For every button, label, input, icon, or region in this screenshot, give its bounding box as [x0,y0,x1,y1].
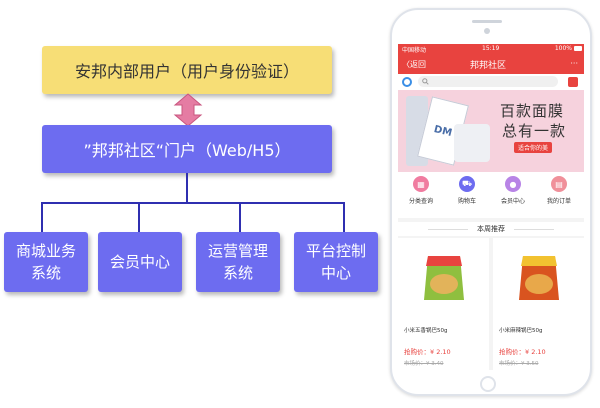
connector-drop-1 [41,202,43,232]
connector-drop-3 [239,202,241,232]
subsystem-label: 平台控制 [305,242,366,260]
connector-bus [41,202,345,204]
grid-icon: ▦ [413,176,429,192]
menu-label: 我的订单 [546,198,571,205]
nav-bar: 〈返回 邦邦社区 ··· [398,54,584,74]
connector-trunk [186,173,188,203]
product-card[interactable]: 小米五香锅巴50g 抢购价：¥ 2.10 市场价：¥ 3.40 [398,238,489,370]
operations-system-box: 运营管理系统 [196,232,280,292]
menu-item-category[interactable]: ▦ 分类查询 [398,176,444,205]
carrier-label: 中国移动 [402,47,427,54]
subsystem-label: 中心 [320,264,351,282]
product-old-price: 市场价：¥ 3.40 [404,361,444,367]
banner-line3: 适合你的美 [514,142,553,153]
home-button[interactable] [480,376,496,392]
mall-system-box: 商城业务系统 [4,232,88,292]
subsystem-label: 商城业务 [15,242,76,260]
platform-control-box: 平台控制中心 [294,232,378,292]
menu-item-cart[interactable]: ⛟ 购物车 [444,176,490,205]
cart-icon: ⛟ [459,176,475,192]
search-row [398,74,584,90]
portal-label: ”邦邦社区“门户（Web/H5） [83,141,291,160]
menu-item-orders[interactable]: ▤ 我的订单 [536,176,582,205]
divider [428,229,468,230]
message-icon[interactable] [568,77,578,87]
subsystem-label: 运营管理 [207,242,268,260]
search-input[interactable] [418,76,558,87]
user-icon: ● [505,176,521,192]
product-price: 抢购价：¥ 2.10 [404,348,451,356]
promo-banner[interactable]: DM 百款面膜 总有一款 适合你的美 [398,90,584,172]
subsystem-label: 会员中心 [109,253,170,271]
subsystem-label: 系统 [222,264,253,282]
status-bar: 中国移动 15:19 100% [398,44,584,54]
banner-line2: 总有一款 [502,122,567,140]
banner-line1: 百款面膜 [500,102,565,120]
product-card[interactable]: 小米麻辣锅巴50g 抢购价：¥ 2.10 市场价：¥ 3.50 [493,238,584,370]
menu-label: 购物车 [457,198,476,205]
battery-icon [574,46,582,51]
user-auth-label: 安邦内部用户（用户身份验证） [74,62,299,81]
user-auth-box: 安邦内部用户（用户身份验证） [42,46,332,94]
divider [514,229,554,230]
product-name: 小米五香锅巴50g [404,328,448,334]
product-name: 小米麻辣锅巴50g [499,328,543,334]
quick-menu: ▦ 分类查询 ⛟ 购物车 ● 会员中心 ▤ 我的订单 [398,172,584,218]
mask-box-image [454,124,490,162]
more-menu-button[interactable]: ··· [570,59,578,68]
section-title: 本周推荐 [477,225,505,233]
camera-dot [484,28,490,34]
member-center-box: 会员中心 [98,232,182,292]
nav-title: 邦邦社区 [470,61,507,71]
time-label: 15:19 [482,45,500,52]
order-icon: ▤ [551,176,567,192]
portal-box: ”邦邦社区“门户（Web/H5） [42,125,332,173]
section-header: 本周推荐 [398,222,584,236]
speaker-slot [472,20,502,23]
menu-item-member[interactable]: ● 会员中心 [490,176,536,205]
brand-label: DM [432,123,454,139]
battery-label: 100% [554,45,572,52]
product-price: 抢购价：¥ 2.10 [499,348,546,356]
back-label: 返回 [410,60,426,69]
menu-label: 会员中心 [500,198,525,205]
connector-drop-4 [343,202,345,232]
bidirectional-arrow-icon [173,93,203,127]
product-old-price: 市场价：¥ 3.50 [499,361,539,367]
connector-drop-2 [138,202,140,232]
chevron-left-icon: 〈 [402,60,410,69]
subsystem-label: 系统 [30,264,61,282]
phone-screen: 中国移动 15:19 100% 〈返回 邦邦社区 ··· DM 百款面膜 总有一… [398,44,584,370]
logo-icon [402,77,412,87]
search-icon [422,78,429,85]
back-button[interactable]: 〈返回 [402,59,426,70]
menu-label: 分类查询 [408,198,433,205]
snack-bag-image [519,256,559,300]
snack-bag-image [424,256,464,300]
